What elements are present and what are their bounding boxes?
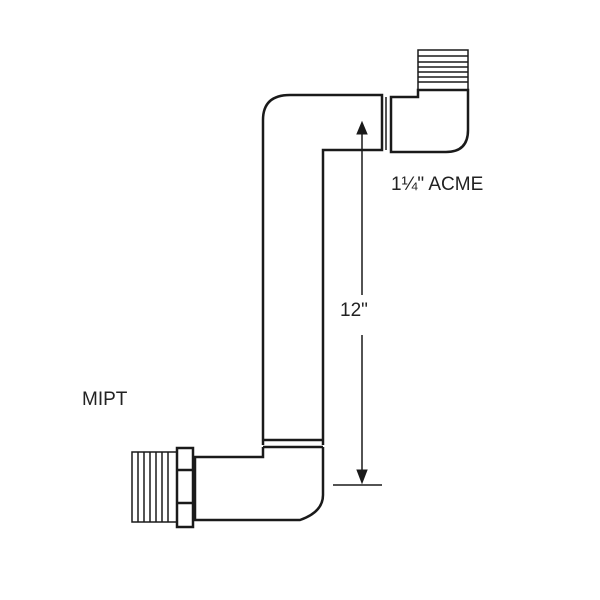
bottom-elbow: [193, 447, 325, 522]
arrow-up-icon: [356, 120, 368, 135]
acme-label: 1¼" ACME: [391, 174, 484, 195]
riser-pipe: [261, 93, 384, 445]
mipt-thread: [131, 451, 178, 523]
hex-nut: [175, 446, 195, 529]
arrow-down-icon: [356, 469, 368, 485]
acme-thread: [417, 49, 469, 91]
length-label: 12": [340, 300, 368, 321]
acme-elbow-fitting: [389, 88, 470, 154]
mipt-label: MIPT: [82, 389, 128, 410]
dimension-line: [333, 128, 382, 486]
